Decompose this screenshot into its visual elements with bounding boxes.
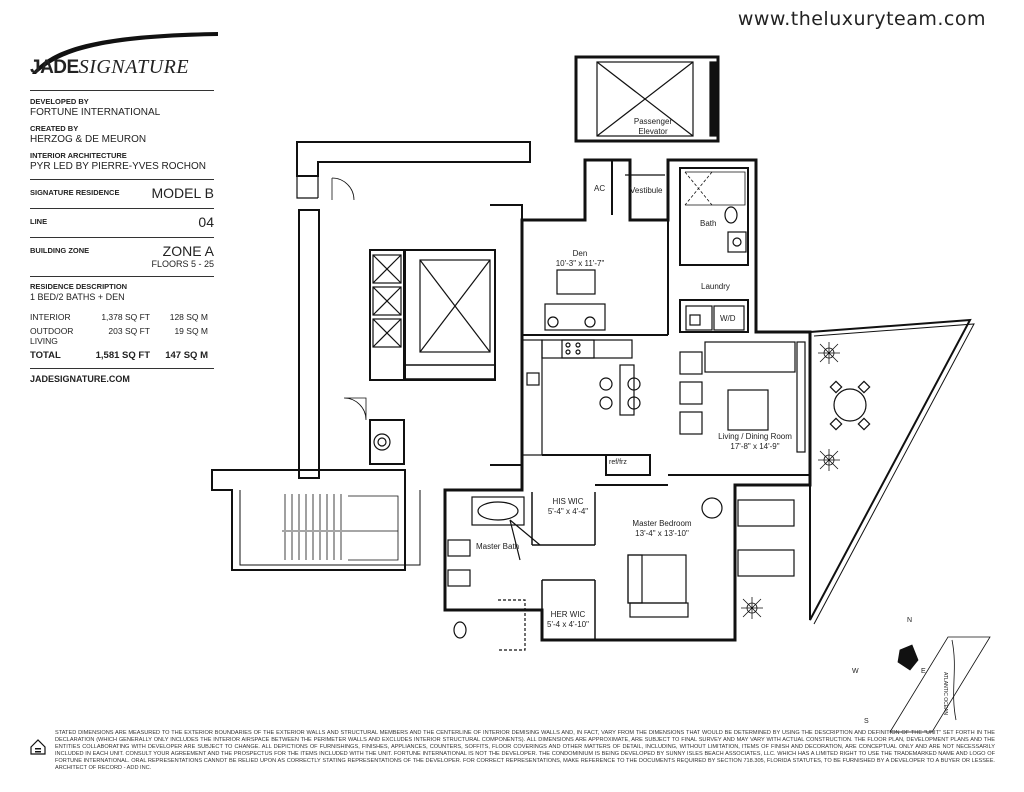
area-sqft: 1,378 SQ FT	[101, 312, 150, 322]
model-value: MODEL B	[151, 185, 215, 201]
equal-housing-icon	[30, 739, 46, 755]
total-sqm: 147 SQ M	[165, 350, 208, 361]
info-panel: DEVELOPED BY FORTUNE INTERNATIONAL CREAT…	[30, 90, 214, 384]
line-value: 04	[198, 214, 214, 230]
residence-label: SIGNATURE RESIDENCE	[30, 188, 120, 197]
zone-value: ZONE A	[162, 243, 214, 259]
floors-value: FLOORS 5 - 25	[151, 259, 214, 269]
zone-label: BUILDING ZONE	[30, 246, 90, 255]
area-row: OUTDOOR LIVING 203 SQ FT 19 SQ M	[30, 326, 214, 346]
area-row: INTERIOR 1,378 SQ FT 128 SQ M	[30, 312, 214, 322]
jade-website: JADESIGNATURE.COM	[30, 374, 130, 384]
developed-by-value: FORTUNE INTERNATIONAL	[30, 107, 161, 118]
brand-logo-mark	[32, 32, 218, 74]
legal-disclaimer: STATED DIMENSIONS ARE MEASURED TO THE EX…	[55, 730, 995, 771]
desc-label: RESIDENCE DESCRIPTION	[30, 282, 128, 291]
plant-icon	[741, 342, 840, 619]
brand-bold: JADE	[30, 57, 79, 78]
area-sqm: 19 SQ M	[174, 326, 208, 336]
interior-label: INTERIOR ARCHITECTURE	[30, 151, 127, 160]
developed-by-label: DEVELOPED BY	[30, 97, 89, 106]
created-by-label: CREATED BY	[30, 124, 79, 133]
area-sqft: 203 SQ FT	[108, 326, 150, 336]
website-url: www.theluxuryteam.com	[737, 8, 986, 30]
line-label: LINE	[30, 217, 48, 226]
brand-logo: JADESIGNATURE	[30, 56, 189, 79]
interior-value: PYR LED BY PIERRE-YVES ROCHON	[30, 161, 206, 172]
created-by-value: HERZOG & DE MEURON	[30, 134, 147, 145]
total-sqft: 1,581 SQ FT	[95, 350, 150, 361]
total-name: TOTAL	[30, 350, 61, 361]
total-row: TOTAL 1,581 SQ FT 147 SQ M	[30, 350, 214, 361]
compass	[889, 636, 991, 733]
area-name: INTERIOR	[30, 312, 71, 322]
area-name: OUTDOOR LIVING	[30, 326, 74, 346]
area-sqm: 128 SQ M	[169, 312, 208, 322]
desc-value: 1 BED/2 BATHS + DEN	[30, 292, 125, 302]
brand-italic: SIGNATURE	[78, 56, 190, 78]
